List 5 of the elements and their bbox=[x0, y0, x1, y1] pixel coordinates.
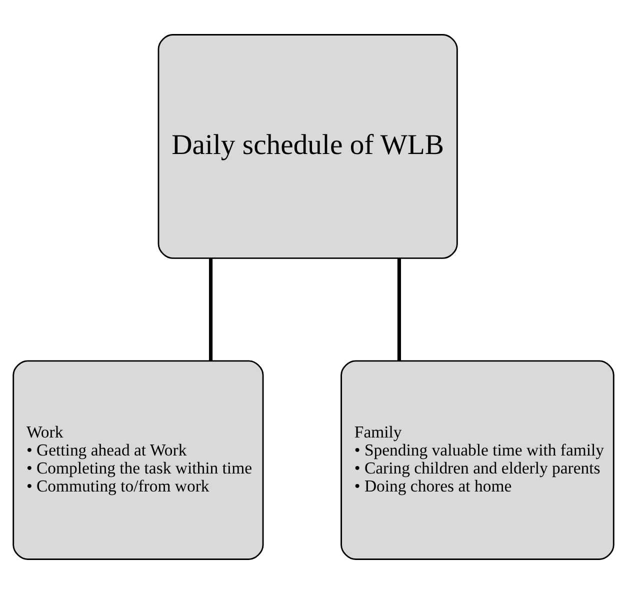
node-box: Daily schedule of WLB bbox=[158, 34, 458, 258]
connector bbox=[208, 258, 213, 360]
connector bbox=[397, 258, 401, 360]
node-box: Work • Getting ahead at Work • Completing the task within time • Commuting to/from work bbox=[12, 360, 264, 560]
node-box: Family • Spending valuable time with family • Caring children and elderly parents • Doing chores at home bbox=[340, 360, 614, 560]
